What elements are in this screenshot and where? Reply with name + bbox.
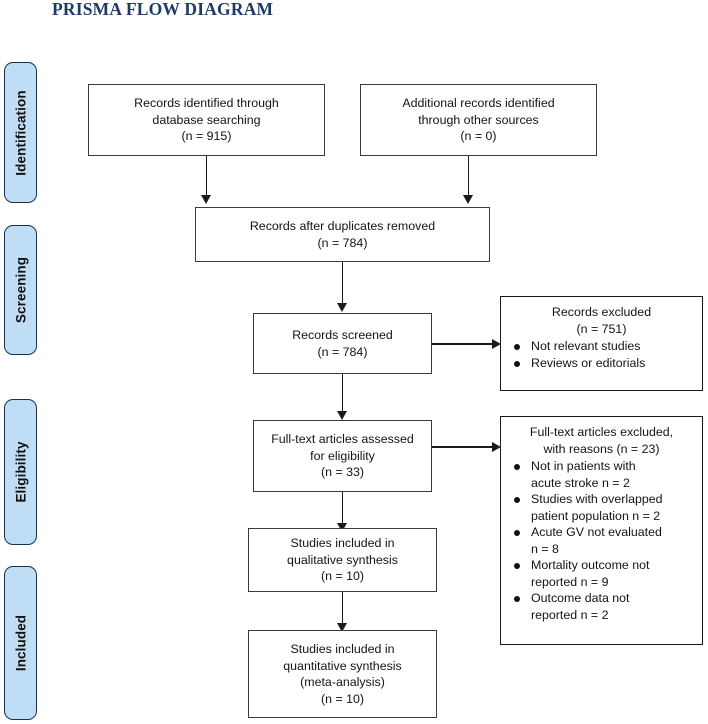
connector-fulltext-to-qualitative xyxy=(341,492,344,524)
connector-qualitative-to-quantitative xyxy=(341,592,344,624)
stage-tab-included-label: Included xyxy=(13,614,28,672)
arrowhead-additional-records-to-duplicates xyxy=(463,195,473,204)
box-fulltext-assessed-text: Full-text articles assessed for eligibil… xyxy=(271,432,414,480)
stage-tab-screening[interactable]: Screening xyxy=(4,225,37,355)
box-fulltext-excluded-heading: Full-text articles excluded, with reason… xyxy=(529,425,674,456)
list-item: Not relevant studies xyxy=(507,338,696,355)
stage-tab-screening-label: Screening xyxy=(13,256,28,324)
list-item: Studies with overlapped patient populati… xyxy=(507,491,696,524)
box-fulltext-excluded: Full-text articles excluded, with reason… xyxy=(500,416,703,645)
arrowhead-identified-database-to-duplicates xyxy=(201,195,211,204)
stage-tab-eligibility-label: Eligibility xyxy=(13,441,28,503)
records-excluded-list: Not relevant studies Reviews or editoria… xyxy=(507,338,696,371)
connector-screened-to-excluded xyxy=(432,343,494,345)
stage-tab-included[interactable]: Included xyxy=(4,566,37,720)
list-item: Not in patients with acute stroke n = 2 xyxy=(507,458,696,491)
list-item: Reviews or editorials xyxy=(507,355,696,372)
stage-tab-identification-label: Identification xyxy=(13,89,28,176)
arrowhead-qualitative-to-quantitative xyxy=(337,623,347,632)
box-quantitative-synthesis: Studies included in quantitative synthes… xyxy=(248,630,437,718)
list-item: Acute GV not evaluated n = 8 xyxy=(507,524,696,557)
stage-tab-identification[interactable]: Identification xyxy=(4,62,37,203)
arrowhead-fulltext-to-qualitative xyxy=(337,523,347,532)
box-records-excluded: Records excluded (n = 751) Not relevant … xyxy=(500,296,703,391)
box-additional-records-identified: Additional records identified through ot… xyxy=(360,84,597,156)
box-records-screened-text: Records screened (n = 784) xyxy=(292,328,393,359)
box-fulltext-assessed: Full-text articles assessed for eligibil… xyxy=(253,420,432,492)
box-records-screened: Records screened (n = 784) xyxy=(253,313,432,374)
connector-fulltext-to-excluded xyxy=(432,446,494,448)
box-records-after-duplicates-removed-text: Records after duplicates removed (n = 78… xyxy=(249,219,436,250)
connector-additional-records-to-duplicates xyxy=(467,156,470,196)
box-records-identified-database-text: Records identified through database sear… xyxy=(134,96,279,144)
list-item: Mortality outcome not reported n = 9 xyxy=(507,557,696,590)
box-quantitative-synthesis-text: Studies included in quantitative synthes… xyxy=(283,642,402,706)
box-qualitative-synthesis-text: Studies included in qualitative synthesi… xyxy=(287,536,398,584)
box-qualitative-synthesis: Studies included in qualitative synthesi… xyxy=(248,528,437,592)
box-records-identified-database: Records identified through database sear… xyxy=(88,84,325,156)
stage-tab-eligibility[interactable]: Eligibility xyxy=(4,399,37,545)
page-title: PRISMA FLOW DIAGRAM xyxy=(52,0,274,19)
box-additional-records-identified-text: Additional records identified through ot… xyxy=(402,96,555,144)
arrowhead-duplicates-to-screened xyxy=(337,303,347,312)
arrowhead-fulltext-to-excluded xyxy=(492,442,501,452)
connector-identified-database-to-duplicates xyxy=(205,156,208,196)
connector-duplicates-to-screened xyxy=(341,262,344,304)
box-records-excluded-heading: Records excluded (n = 751) xyxy=(551,305,652,336)
box-records-after-duplicates-removed: Records after duplicates removed (n = 78… xyxy=(195,207,490,262)
list-item: Outcome data not reported n = 2 xyxy=(507,590,696,623)
fulltext-excluded-list: Not in patients with acute stroke n = 2 … xyxy=(507,458,696,623)
arrowhead-screened-to-excluded xyxy=(492,339,501,349)
arrowhead-screened-to-fulltext xyxy=(337,411,347,420)
connector-screened-to-fulltext xyxy=(341,374,344,412)
